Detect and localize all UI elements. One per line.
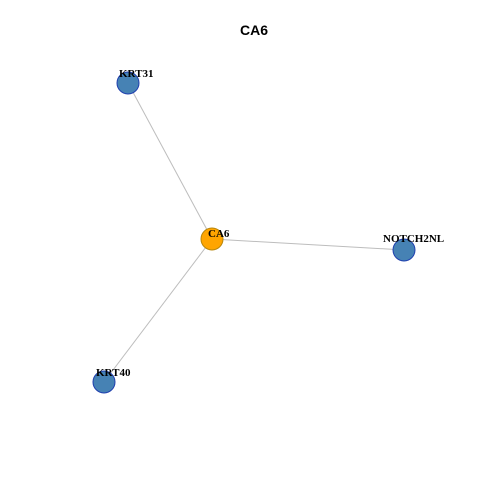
node-label-krt31: KRT31 <box>119 68 153 80</box>
diagram-title: CA6 <box>240 22 268 38</box>
node-notch2nl[interactable] <box>392 238 416 262</box>
node-label-notch2nl: NOTCH2NL <box>383 233 444 245</box>
node-krt31[interactable] <box>116 71 140 95</box>
edge-ca6-notch2nl <box>211 238 405 251</box>
node-label-ca6: CA6 <box>208 228 230 240</box>
edges-layer <box>103 82 405 383</box>
edge-ca6-krt40 <box>103 238 213 383</box>
node-ca6[interactable] <box>200 227 224 251</box>
nodes-layer <box>92 71 416 394</box>
node-label-krt40: KRT40 <box>96 367 131 379</box>
node-krt40[interactable] <box>92 370 116 394</box>
edge-ca6-krt31 <box>127 82 213 240</box>
